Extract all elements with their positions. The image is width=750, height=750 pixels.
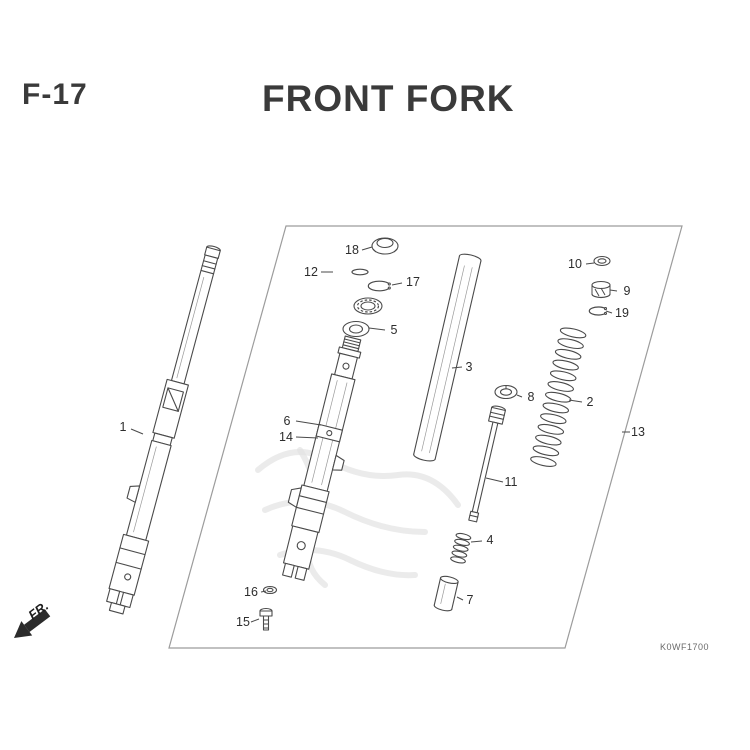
callout-7: 7 bbox=[467, 593, 474, 607]
drawing-code: K0WF1700 bbox=[660, 642, 709, 652]
callout-labels: 1 2 3 4 5 6 7 8 9 10 11 12 13 14 15 16 1… bbox=[120, 243, 645, 629]
callout-5: 5 bbox=[391, 323, 398, 337]
callout-2: 2 bbox=[587, 395, 594, 409]
part-2-fork-spring bbox=[530, 327, 587, 467]
callout-12: 12 bbox=[304, 265, 318, 279]
leader-lines bbox=[130, 246, 630, 623]
callout-1: 1 bbox=[120, 420, 127, 434]
callout-19: 19 bbox=[615, 306, 629, 320]
callout-11: 11 bbox=[505, 475, 518, 489]
part-19-stopper-ring bbox=[588, 306, 608, 316]
callout-16: 16 bbox=[244, 585, 258, 599]
callout-6: 6 bbox=[284, 414, 291, 428]
part-17-snap-ring bbox=[367, 280, 391, 292]
page-title: FRONT FORK bbox=[262, 78, 515, 119]
part-3-fork-tube bbox=[413, 253, 482, 462]
assembly-boundary-frame bbox=[168, 225, 683, 649]
part-bearing-seat bbox=[353, 297, 383, 315]
part-8-bushing bbox=[494, 384, 518, 400]
callout-15: 15 bbox=[236, 615, 250, 629]
callout-14: 14 bbox=[279, 430, 293, 444]
part-18-fork-cap bbox=[371, 237, 399, 255]
callout-17: 17 bbox=[406, 275, 420, 289]
callout-8: 8 bbox=[528, 390, 535, 404]
part-9-spring-seat bbox=[591, 280, 611, 299]
part-6-14-fork-bottom-case bbox=[282, 335, 362, 581]
part-11-damper-rod bbox=[468, 405, 506, 523]
callout-3: 3 bbox=[466, 360, 473, 374]
fr-label: FR. bbox=[25, 598, 51, 623]
part-1-front-fork-assembly bbox=[106, 245, 221, 615]
part-5-oil-seal bbox=[342, 320, 370, 338]
callout-10: 10 bbox=[568, 257, 582, 271]
part-15-socket-bolt bbox=[259, 607, 273, 631]
part-7-oil-lock-piece bbox=[433, 575, 459, 612]
part-4-rebound-spring bbox=[450, 532, 472, 564]
callout-4: 4 bbox=[487, 533, 494, 547]
part-12-o-ring bbox=[351, 268, 369, 276]
callout-9: 9 bbox=[624, 284, 631, 298]
callout-18: 18 bbox=[345, 243, 359, 257]
page-code: F-17 bbox=[22, 78, 88, 111]
part-16-sealing-washer bbox=[262, 585, 278, 595]
fr-direction-arrow-icon bbox=[14, 609, 51, 638]
callout-13: 13 bbox=[631, 425, 645, 439]
part-10-washer bbox=[593, 255, 611, 267]
